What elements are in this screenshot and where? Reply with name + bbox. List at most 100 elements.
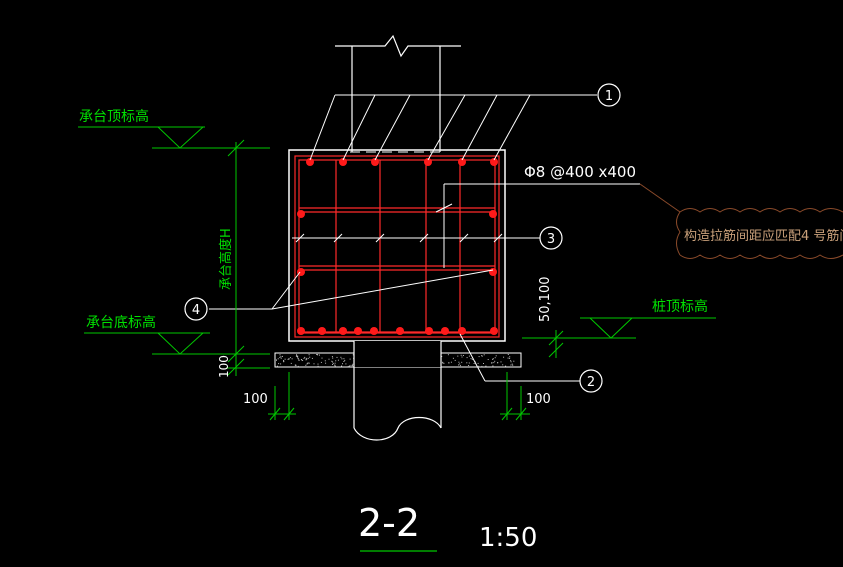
hatch-speck bbox=[509, 357, 511, 359]
hatch-speck bbox=[510, 364, 512, 366]
hatch-speck bbox=[483, 354, 485, 356]
hatch-speck bbox=[487, 359, 489, 360]
rebar-dot bbox=[458, 158, 466, 166]
rebar-dots bbox=[297, 158, 498, 335]
hatch-speck bbox=[350, 364, 352, 366]
hatch-speck bbox=[334, 364, 336, 366]
tie-note-leader bbox=[639, 183, 843, 259]
hatch-speck bbox=[497, 362, 499, 364]
tie-spec-label: Φ8 @400 x400 bbox=[524, 163, 636, 181]
hatch-speck bbox=[336, 356, 338, 358]
scale-label: 1:50 bbox=[479, 523, 537, 553]
hatch-speck bbox=[295, 355, 297, 357]
hatch-speck bbox=[492, 358, 494, 360]
rebar-dot bbox=[490, 158, 498, 166]
hatch-speck bbox=[478, 365, 480, 367]
callout-1-label: 1 bbox=[605, 89, 613, 104]
hatch-speck bbox=[485, 365, 487, 367]
hatch-speck bbox=[457, 355, 459, 357]
rebar-dot bbox=[371, 158, 379, 166]
hatch-speck bbox=[331, 356, 333, 358]
hatch-speck bbox=[298, 359, 300, 361]
hatch-speck bbox=[458, 361, 460, 363]
hatch-speck bbox=[289, 357, 291, 359]
hatch-speck bbox=[481, 365, 483, 367]
hatch-speck bbox=[297, 356, 298, 358]
rebar-dot bbox=[339, 158, 347, 166]
rebar-dot bbox=[490, 327, 498, 335]
hatch-speck bbox=[301, 359, 303, 361]
hatch-speck bbox=[466, 362, 468, 364]
hatch-speck bbox=[502, 364, 504, 366]
hatch-speck bbox=[297, 358, 299, 360]
hatch-speck bbox=[511, 363, 513, 365]
callout-3-label: 3 bbox=[547, 232, 555, 247]
hatch-speck bbox=[334, 365, 336, 367]
rebar-dot bbox=[489, 268, 497, 276]
hatch-speck bbox=[491, 362, 493, 363]
hatch-speck bbox=[495, 355, 497, 357]
hatch-speck bbox=[280, 356, 282, 358]
leader-lines bbox=[209, 94, 640, 382]
hatch-speck bbox=[460, 354, 462, 356]
pile-top-elevation-label: 桩顶标高 bbox=[652, 298, 708, 315]
hatch-speck bbox=[320, 361, 322, 363]
hatch-speck bbox=[341, 358, 343, 360]
pile-top-elevation bbox=[522, 317, 716, 339]
hatch-speck bbox=[288, 358, 290, 360]
hatch-speck bbox=[304, 356, 306, 358]
hatch-speck bbox=[278, 363, 280, 365]
hatch-speck bbox=[352, 365, 353, 367]
rebar-dot bbox=[458, 327, 466, 335]
hatch-speck bbox=[342, 363, 343, 365]
rebar-dot bbox=[370, 327, 378, 335]
pile-cap-outline bbox=[288, 149, 506, 342]
hatch-speck bbox=[290, 362, 292, 364]
hatch-speck bbox=[468, 362, 470, 364]
pile bbox=[353, 341, 442, 441]
hatch-speck bbox=[343, 361, 345, 362]
rebar-dot bbox=[424, 158, 432, 166]
hatch-speck bbox=[311, 357, 313, 359]
hatch-speck bbox=[341, 365, 343, 367]
hatch-speck bbox=[470, 358, 472, 360]
hatch-speck bbox=[317, 365, 319, 367]
hatch-speck bbox=[448, 362, 450, 364]
hatch-speck bbox=[332, 364, 334, 365]
hatch-speck bbox=[452, 357, 454, 359]
hatch-speck bbox=[305, 359, 307, 361]
hatch-speck bbox=[510, 360, 512, 362]
hatch-speck bbox=[507, 357, 509, 359]
hatch-speck bbox=[468, 365, 470, 366]
hatch-speck bbox=[478, 356, 480, 358]
hatch-speck bbox=[295, 365, 297, 367]
cover-label: 50,100 bbox=[538, 277, 553, 323]
hatch-speck bbox=[335, 360, 337, 362]
hatch-speck bbox=[316, 354, 318, 355]
hatch-speck bbox=[296, 354, 298, 356]
hatch-speck bbox=[483, 363, 484, 364]
hatch-speck bbox=[332, 362, 334, 364]
hatch-speck bbox=[458, 364, 460, 366]
hatch-speck bbox=[491, 362, 493, 364]
hatch-speck bbox=[325, 362, 327, 364]
hatch-speck bbox=[343, 358, 345, 360]
hatch-speck bbox=[492, 359, 494, 360]
hatch-speck bbox=[461, 356, 463, 358]
hatch-speck bbox=[332, 357, 334, 359]
hatch-speck bbox=[352, 363, 354, 365]
rebar-dot bbox=[318, 327, 326, 335]
hatch-speck bbox=[279, 356, 281, 358]
hatch-speck bbox=[313, 363, 315, 365]
callout-2-label: 2 bbox=[587, 375, 595, 390]
dim-100-right-label: 100 bbox=[526, 392, 551, 407]
rebar-dot bbox=[297, 327, 305, 335]
hatch-speck bbox=[442, 362, 444, 364]
rebar-dot bbox=[339, 327, 347, 335]
hatch-speck bbox=[349, 358, 351, 360]
hatch-speck bbox=[348, 365, 350, 367]
hatch-speck bbox=[309, 356, 311, 358]
section-title: 2-2 bbox=[358, 501, 420, 545]
hatch-speck bbox=[324, 360, 326, 362]
